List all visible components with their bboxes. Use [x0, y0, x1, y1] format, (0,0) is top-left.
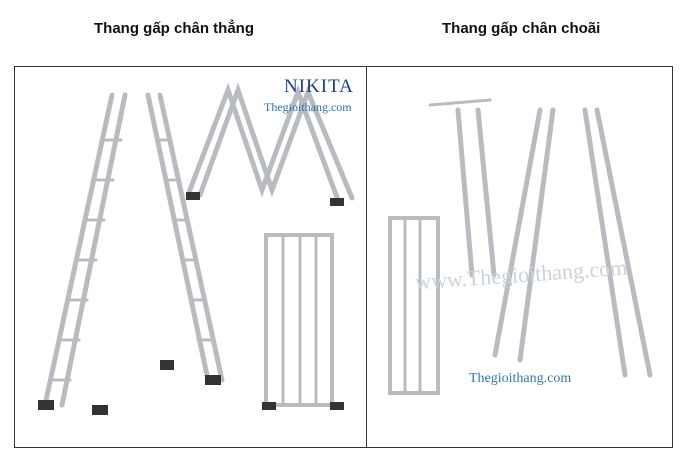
ladder-splayed-a-frame [492, 107, 653, 378]
heading-straight-leg-ladder: Thang gấp chân thẳng [94, 20, 254, 37]
site-watermark: Thegioithang.com [469, 371, 572, 386]
ladder-straight-a-frame [42, 92, 225, 408]
nikita-logo: NIKITA [284, 76, 354, 97]
heading-splayed-leg-ladder: Thang gấp chân choãi [442, 20, 601, 37]
column-divider [366, 67, 367, 447]
ladder-extended [428, 98, 497, 278]
comparison-table [14, 66, 673, 448]
ladder-folded-right [388, 216, 440, 395]
ladder-folded [264, 233, 334, 407]
logo-site-text: Thegioithang.com [264, 100, 352, 114]
ladder-zigzag [185, 82, 355, 203]
